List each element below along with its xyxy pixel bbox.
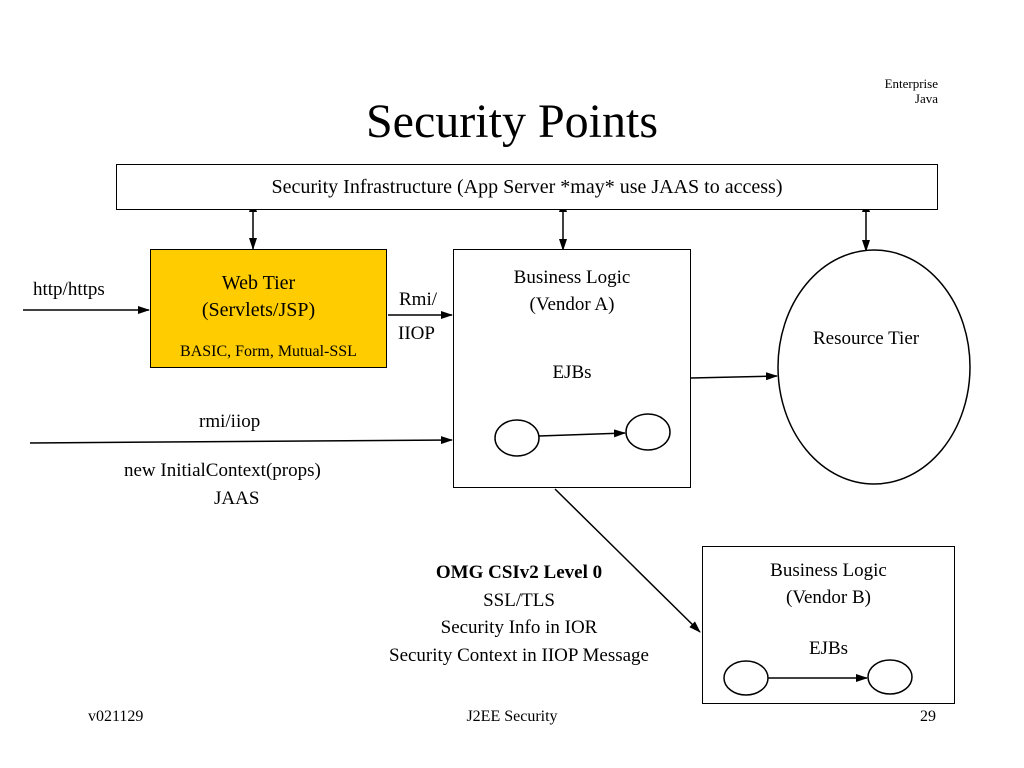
web-tier-auth: BASIC, Form, Mutual-SSL <box>180 343 357 360</box>
business-b-ejb-graph <box>723 659 913 696</box>
rmi-label-line-2: IIOP <box>398 323 435 344</box>
web-tier-title: Web Tier (Servlets/JSP) <box>151 270 386 324</box>
csiv2-block: OMG CSIv2 Level 0 SSL/TLS Security Info … <box>344 559 694 669</box>
initial-context-label: new InitialContext(props) <box>124 460 321 481</box>
csiv2-line-3: Security Context in IIOP Message <box>389 644 649 666</box>
resource-tier-ellipse <box>777 249 971 485</box>
web-tier-box: Web Tier (Servlets/JSP) BASIC, Form, Mut… <box>150 249 387 368</box>
business-a-line-1: Business Logic <box>513 267 631 288</box>
business-logic-vendor-b-box: Business Logic (Vendor B) EJBs <box>702 546 955 704</box>
business-a-ejbs: EJBs <box>552 362 592 383</box>
business-logic-vendor-a-box: Business Logic (Vendor A) EJBs <box>453 249 691 488</box>
resource-tier-label: Resource Tier <box>813 328 920 349</box>
csiv2-line-2: Security Info in IOR <box>440 617 598 638</box>
csiv2-line-1: SSL/TLS <box>483 589 555 611</box>
ejb-link-a <box>538 429 626 438</box>
corner-line-1: Enterprise <box>884 76 938 91</box>
business-a-ejb-graph <box>494 413 671 457</box>
web-tier-line-1: Web Tier <box>221 272 296 294</box>
slide-title: Security Points <box>365 95 658 148</box>
ejb-node-b2 <box>867 659 913 695</box>
ejb-node-a1 <box>494 419 540 457</box>
footer-topic: J2EE Security <box>466 708 558 725</box>
business-b-ejbs: EJBs <box>808 638 849 659</box>
corner-label: Enterprise Java <box>885 76 938 106</box>
bizA-bizB-arrow <box>554 488 701 633</box>
rmiiiop-label: rmi/iiop <box>199 411 261 432</box>
footer-version: v021129 <box>88 708 144 725</box>
corner-line-2: Java <box>914 91 938 106</box>
footer-page-number: 29 <box>920 708 936 725</box>
bizA-resource-arrow <box>690 372 778 381</box>
security-infrastructure-box: Security Infrastructure (App Server *may… <box>116 164 938 210</box>
security-infrastructure-label: Security Infrastructure (App Server *may… <box>271 176 783 198</box>
business-b-line-2: (Vendor B) <box>786 587 871 608</box>
business-b-line-1: Business Logic <box>770 560 887 581</box>
business-a-line-2: (Vendor A) <box>529 294 615 315</box>
csiv2-heading: OMG CSIv2 Level 0 <box>435 562 603 583</box>
http-label: http/https <box>33 279 105 300</box>
ejb-node-a2 <box>625 413 671 451</box>
rmi-label-line-1: Rmi/ <box>399 289 438 310</box>
jaas-label: JAAS <box>214 488 260 509</box>
web-tier-line-2: (Servlets/JSP) <box>201 299 316 321</box>
ejb-node-b1 <box>723 660 769 696</box>
client-rmi-arrow <box>29 436 453 445</box>
